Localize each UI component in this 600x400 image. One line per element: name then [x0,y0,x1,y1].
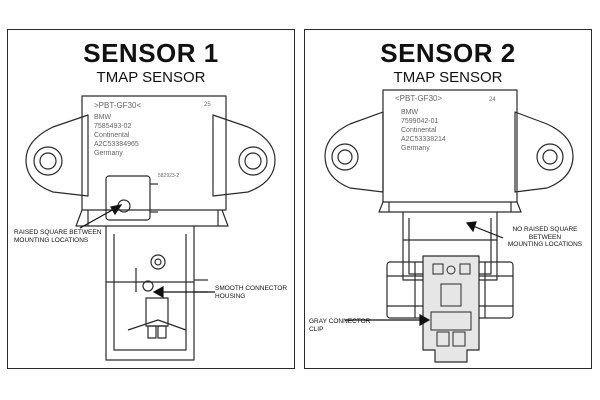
sensor-1-small-code: 582923-2 [158,173,179,179]
connector-housing-callout: SMOOTH CONNECTOR HOUSING [215,285,288,300]
sensor-2-brand-text: BMW [401,109,419,116]
sensor-2-part-number: 7599042-01 [401,118,438,125]
sensor-1-brand-text: BMW [94,114,112,121]
sensor-2-left-ear [324,111,384,193]
sensor-1-part-number: 7585493-02 [94,123,131,130]
sensor-1-right-hole [238,146,268,176]
raised-square-callout: RAISED SQUARE BETWEEN MOUNTING LOCATIONS [14,229,102,244]
sensor-2-gray-clip [422,255,480,363]
sensor-1-right-ear [212,114,276,197]
sensor-1-material-text: >PBT-GF30< [94,101,141,110]
sensor-1-raised-square [105,175,151,221]
sensor-1-origin-text: Germany [94,150,123,157]
sensor-2-origin-text: Germany [401,145,430,152]
sensor-1-subtitle: TMAP SENSOR [96,69,206,86]
sensor-1-connector-housing [105,226,195,361]
sensor-2-material-text: <PBT-GF30> [395,94,442,103]
sensor-2-right-hole [536,143,564,171]
sensor-1-left-hole [33,146,63,176]
sensor-1-code-text: A2C53384965 [94,141,139,148]
sensor-2-title: SENSOR 2 [380,38,516,68]
sensor-1-material-number: 25 [204,102,211,108]
sensor-1-drawing: >PBT-GF30< 25 BMW 7585493-02 Continental… [25,95,276,361]
no-raised-square-callout: NO RAISED SQUARE BETWEEN MOUNTING LOCATI… [507,226,583,248]
sensor-2-panel: <PBT-GF30> 24 BMW 7599042-01 Continental… [304,29,592,369]
sensor-2-subtitle: TMAP SENSOR [393,69,503,86]
sensor-2-drawing: <PBT-GF30> 24 BMW 7599042-01 Continental… [324,89,574,363]
sensor-2-code-text: A2C53338214 [401,136,446,143]
sensor-1-title: SENSOR 1 [83,38,219,68]
sensor-1-panel: >PBT-GF30< 25 BMW 7585493-02 Continental… [7,29,295,369]
sensor-2-right-ear [514,111,574,193]
sensor-1-left-ear [25,114,89,197]
sensor-1-maker-text: Continental [94,132,130,139]
sensor-2-material-number: 24 [489,97,496,103]
sensor-2-maker-text: Continental [401,127,437,134]
gray-connector-clip-callout: GRAY CONNECTOR CLIP [309,318,371,333]
sensor-1-body [81,95,227,211]
sensor-2-left-hole [331,143,359,171]
